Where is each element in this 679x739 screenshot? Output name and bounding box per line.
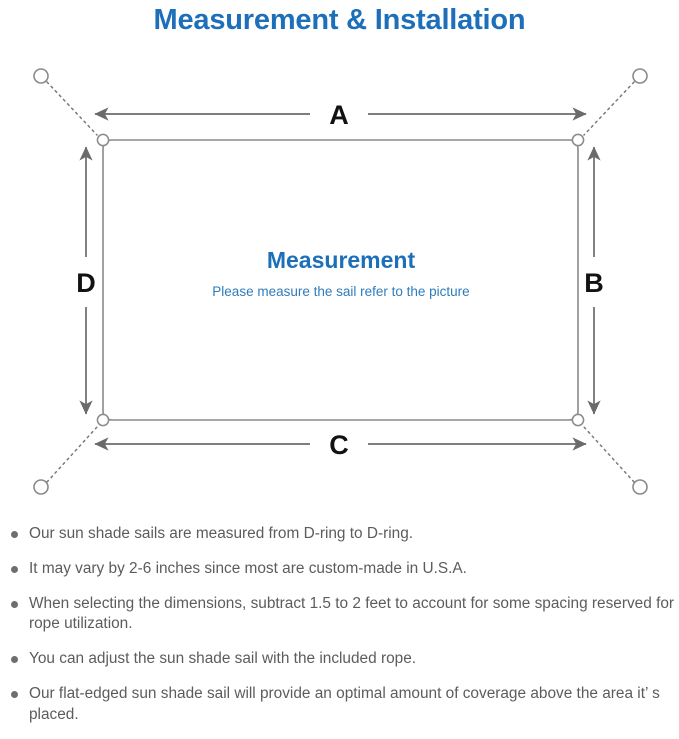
- sail-body: [102, 139, 579, 421]
- rope-line-top-right: [583, 81, 635, 136]
- bullet-icon: [11, 565, 18, 573]
- note-text: You can adjust the sun shade sail with t…: [29, 650, 417, 668]
- sail-center-subtitle: Please measure the sail refer to the pic…: [212, 284, 469, 299]
- list-item: Our flat-edged sun shade sail will provi…: [0, 684, 679, 726]
- dimension-label-a: A: [329, 100, 349, 130]
- anchor-ring-bottom-left: [33, 479, 49, 495]
- rope-line-bottom-left: [46, 426, 98, 483]
- d-ring-bottom-left: [96, 413, 110, 427]
- note-text: Our sun shade sails are measured from D-…: [29, 525, 414, 542]
- list-item: You can adjust the sun shade sail with t…: [0, 649, 679, 670]
- anchor-ring-top-left: [33, 68, 49, 84]
- dimension-label-b: B: [584, 268, 604, 298]
- note-text: Our flat-edged sun shade sail will provi…: [29, 684, 660, 723]
- installation-notes-list: Our sun shade sails are measured from D-…: [0, 524, 679, 726]
- bullet-icon: [11, 531, 18, 538]
- anchor-ring-top-right: [632, 68, 648, 84]
- bullet-icon: [11, 600, 18, 608]
- d-ring-top-left: [96, 133, 110, 147]
- list-item: Our sun shade sails are measured from D-…: [0, 524, 679, 545]
- d-ring-bottom-right: [571, 413, 585, 427]
- rope-line-bottom-right: [583, 426, 635, 483]
- list-item: When selecting the dimensions, subtract …: [0, 594, 679, 636]
- list-item: It may vary by 2-6 inches since most are…: [0, 559, 679, 580]
- page-title: Measurement & Installation: [153, 4, 526, 36]
- dimension-label-c: C: [329, 430, 349, 460]
- sail-measurement-diagram: A C D B Measurement Please measure the s…: [0, 52, 679, 512]
- rope-lines: [46, 81, 635, 483]
- bullet-icon: [11, 690, 18, 698]
- note-text: When selecting the dimensions, subtract …: [29, 594, 675, 633]
- anchor-ring-bottom-right: [632, 479, 648, 495]
- bullet-icon: [11, 656, 18, 664]
- sail-center-title: Measurement: [267, 247, 416, 273]
- d-ring-top-right: [571, 133, 585, 147]
- note-text: It may vary by 2-6 inches since most are…: [29, 559, 467, 577]
- rope-line-top-left: [46, 81, 98, 136]
- dimension-label-d: D: [76, 268, 96, 298]
- anchor-rings: [33, 68, 648, 495]
- d-rings: [96, 133, 585, 427]
